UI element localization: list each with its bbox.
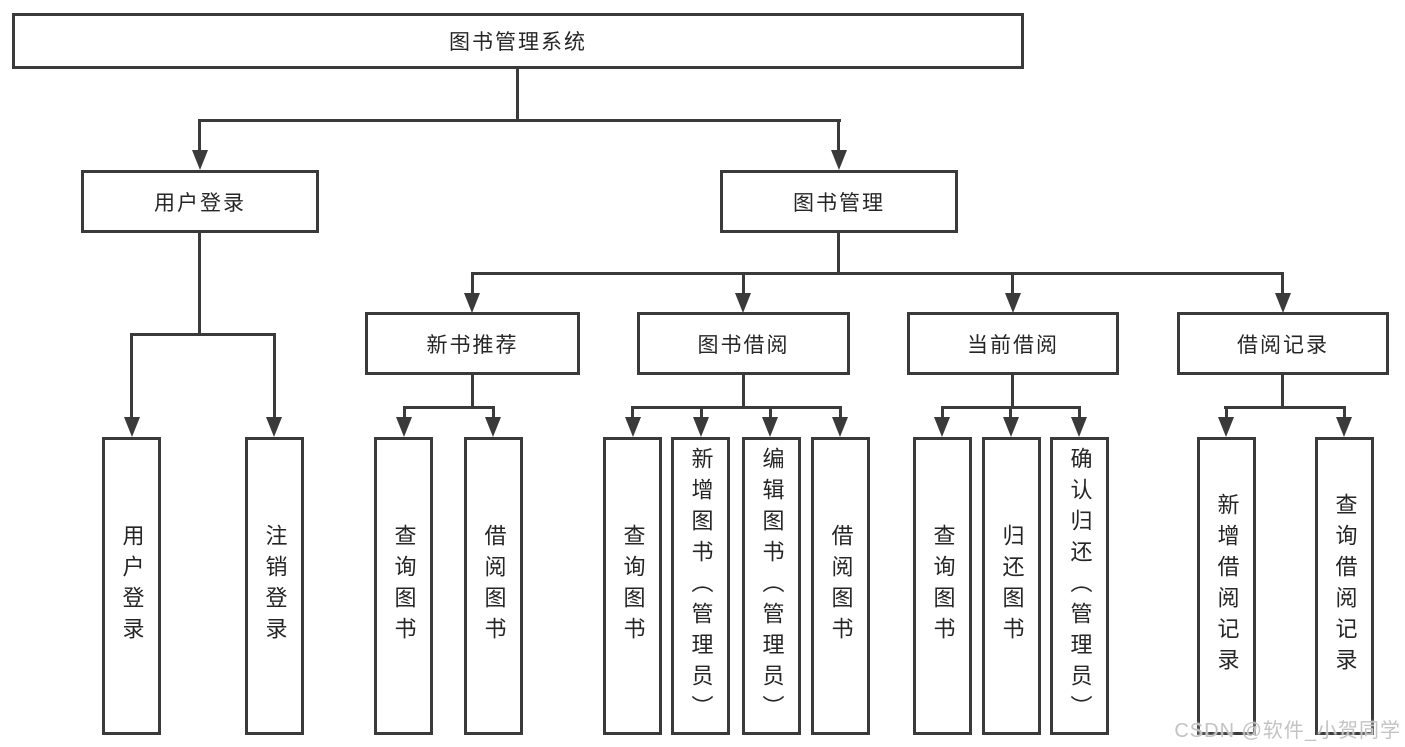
bookborrow-arrow-head-icon-1	[625, 417, 641, 437]
bookmgmt-connector-hbar	[471, 272, 1284, 275]
node-current-borrowing: 当前借阅	[907, 312, 1119, 375]
currentborrow-arrow-stem-2	[1009, 409, 1012, 417]
bookmgmt-arrow-head-icon-2	[735, 293, 751, 313]
csdn-watermark: CSDN @软件_小贺同学	[1174, 720, 1401, 742]
bookborrow-connector-hbar	[631, 406, 842, 409]
leaf-query-books-1: 查询图书	[374, 437, 433, 735]
bookmgmt-arrow-stem-4	[1281, 275, 1284, 293]
borrowrecords-arrow-head-icon-2	[1336, 417, 1352, 437]
leaf-borrow-books-2-label: 借阅图书	[828, 524, 854, 648]
leaf-query-books-3-label: 查询图书	[930, 524, 956, 648]
borrowrecords-arrow-stem-2	[1343, 409, 1346, 417]
currentborrow-arrow-head-icon-1	[934, 417, 950, 437]
leaf-borrow-books-2: 借阅图书	[811, 437, 870, 735]
leaf-return-books: 归还图书	[982, 437, 1041, 735]
root-arrow-head-icon-2	[831, 150, 847, 170]
node-new-book-recommendation-label: 新书推荐	[426, 333, 519, 357]
node-root-label: 图书管理系统	[449, 31, 587, 54]
node-user-login: 用户登录	[81, 170, 319, 233]
node-new-book-recommendation: 新书推荐	[365, 312, 580, 375]
bookmgmt-arrow-stem-2	[742, 275, 745, 293]
bookborrow-arrow-head-icon-4	[832, 417, 848, 437]
currentborrow-connector-hbar	[941, 406, 1081, 409]
node-book-management-label: 图书管理	[793, 191, 885, 215]
node-book-borrowing: 图书借阅	[637, 312, 850, 375]
borrowrecords-arrow-stem-1	[1225, 409, 1228, 417]
leaf-return-books-label: 归还图书	[999, 524, 1025, 648]
leaf-borrow-books-1-label: 借阅图书	[481, 524, 507, 648]
borrowrecords-connector-hbar	[1224, 406, 1346, 409]
leaf-query-books-1-label: 查询图书	[391, 524, 417, 648]
bookmgmt-arrow-stem-1	[471, 275, 474, 293]
leaf-query-books-2: 查询图书	[603, 437, 662, 735]
borrowrecords-arrow-head-icon-1	[1218, 417, 1234, 437]
node-borrowing-records-label: 借阅记录	[1237, 333, 1329, 357]
leaf-logout: 注销登录	[245, 437, 304, 735]
root-arrow-head-icon-1	[192, 150, 208, 170]
leaf-borrow-books-1: 借阅图书	[464, 437, 523, 735]
userlogin-arrow-head-icon-2	[266, 417, 282, 437]
node-root: 图书管理系统	[12, 13, 1024, 69]
leaf-confirm-return-admin-label: 确认归还（管理员）	[1067, 446, 1093, 726]
leaf-query-borrowing-record: 查询借阅记录	[1315, 437, 1374, 735]
node-borrowing-records: 借阅记录	[1177, 312, 1389, 375]
leaf-add-borrowing-record: 新增借阅记录	[1197, 437, 1256, 735]
bookborrow-arrow-stem-1	[631, 409, 634, 417]
userlogin-arrow-stem-1	[130, 336, 133, 417]
leaf-user-login-label: 用户登录	[119, 524, 145, 648]
leaf-add-books-admin: 新增图书（管理员）	[671, 437, 730, 735]
bookmgmt-arrow-head-icon-1	[464, 293, 480, 313]
node-current-borrowing-label: 当前借阅	[967, 333, 1059, 357]
leaf-query-books-3: 查询图书	[913, 437, 972, 735]
leaf-edit-books-admin: 编辑图书（管理员）	[742, 437, 801, 735]
bookmgmt-connector-vline	[837, 233, 840, 274]
newbookrec-connector-vline	[471, 375, 474, 408]
leaf-edit-books-admin-label: 编辑图书（管理员）	[759, 446, 785, 726]
currentborrow-arrow-stem-1	[941, 409, 944, 417]
newbookrec-connector-hbar	[403, 406, 495, 409]
userlogin-connector-vline	[198, 233, 201, 335]
currentborrow-arrow-head-icon-2	[1003, 417, 1019, 437]
bookborrow-arrow-stem-3	[769, 409, 772, 417]
root-arrow-stem-1	[198, 122, 201, 150]
leaf-add-borrowing-record-label: 新增借阅记录	[1214, 493, 1240, 679]
bookmgmt-arrow-head-icon-4	[1275, 293, 1291, 313]
bookborrow-arrow-stem-2	[700, 409, 703, 417]
userlogin-connector-hbar	[130, 333, 276, 336]
newbookrec-arrow-stem-2	[492, 409, 495, 417]
currentborrow-connector-vline	[1011, 375, 1014, 408]
node-book-borrowing-label: 图书借阅	[697, 333, 790, 357]
currentborrow-arrow-stem-3	[1078, 409, 1081, 417]
newbookrec-arrow-head-icon-1	[396, 417, 412, 437]
bookmgmt-arrow-stem-3	[1011, 275, 1014, 293]
leaf-add-books-admin-label: 新增图书（管理员）	[688, 446, 714, 726]
root-connector-vline	[516, 68, 519, 121]
bookborrow-arrow-head-icon-2	[693, 417, 709, 437]
leaf-confirm-return-admin: 确认归还（管理员）	[1050, 437, 1109, 735]
leaf-user-login: 用户登录	[102, 437, 161, 735]
newbookrec-arrow-stem-1	[403, 409, 406, 417]
bookborrow-arrow-head-icon-3	[762, 417, 778, 437]
bookmgmt-arrow-head-icon-3	[1005, 293, 1021, 313]
borrowrecords-connector-vline	[1281, 375, 1284, 408]
userlogin-arrow-head-icon-1	[124, 417, 140, 437]
leaf-logout-label: 注销登录	[262, 524, 288, 648]
bookborrow-connector-vline	[742, 375, 745, 408]
bookborrow-arrow-stem-4	[839, 409, 842, 417]
newbookrec-arrow-head-icon-2	[485, 417, 501, 437]
leaf-query-borrowing-record-label: 查询借阅记录	[1332, 493, 1358, 679]
root-arrow-stem-2	[837, 122, 840, 150]
leaf-query-books-2-label: 查询图书	[620, 524, 646, 648]
userlogin-arrow-stem-2	[273, 336, 276, 417]
currentborrow-arrow-head-icon-3	[1071, 417, 1087, 437]
node-book-management: 图书管理	[720, 170, 958, 233]
root-connector-hbar	[198, 119, 841, 122]
node-user-login-label: 用户登录	[154, 191, 246, 215]
